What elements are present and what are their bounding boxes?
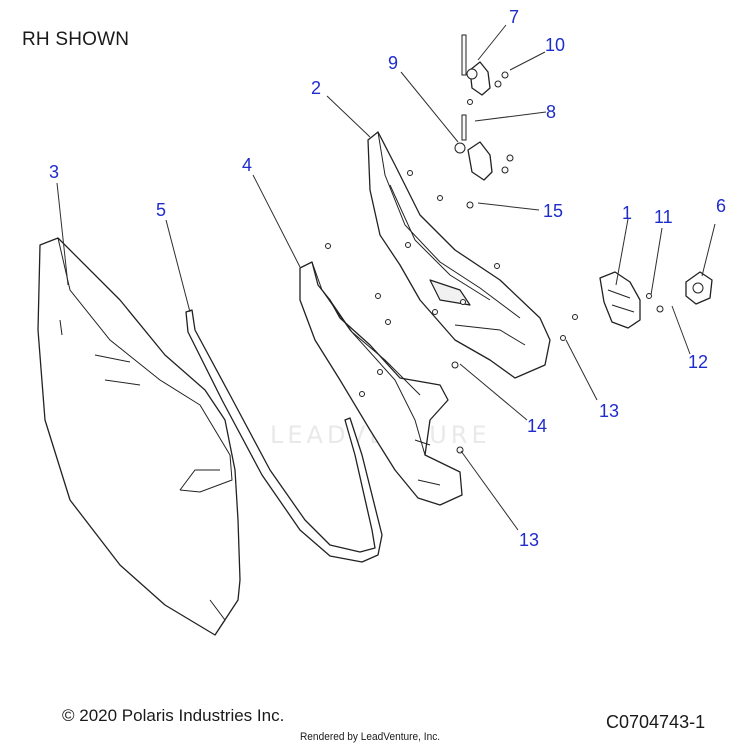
leader-lines bbox=[56, 24, 716, 531]
callout-14: 14 bbox=[527, 416, 547, 436]
callout-9: 9 bbox=[388, 53, 398, 73]
hinge-lower[interactable] bbox=[454, 114, 493, 181]
door-panel-part-3[interactable] bbox=[37, 237, 241, 636]
callout-15: 15 bbox=[543, 201, 563, 221]
callout-6: 6 bbox=[716, 196, 726, 216]
callout-10: 10 bbox=[545, 35, 565, 55]
door-seal-part-5[interactable] bbox=[185, 309, 383, 563]
copyright-notice: © 2020 Polaris Industries Inc. bbox=[62, 706, 285, 725]
bracket-part-6[interactable] bbox=[685, 271, 713, 305]
latch-part-1[interactable] bbox=[599, 271, 641, 329]
callout-5: 5 bbox=[156, 200, 166, 220]
view-label: RH SHOWN bbox=[22, 29, 130, 50]
upper-frame-part-2[interactable] bbox=[367, 131, 551, 379]
callout-13-lower: 13 bbox=[519, 530, 539, 550]
callout-12: 12 bbox=[688, 352, 708, 372]
callout-4: 4 bbox=[242, 155, 252, 175]
door-frame-part-4[interactable] bbox=[299, 261, 463, 506]
callout-2: 2 bbox=[311, 78, 321, 98]
rendered-by-credit: Rendered by LeadVenture, Inc. bbox=[300, 731, 441, 743]
callout-13-upper: 13 bbox=[599, 401, 619, 421]
hinge-upper[interactable] bbox=[461, 34, 491, 96]
callout-7: 7 bbox=[509, 7, 519, 27]
callout-3: 3 bbox=[49, 162, 59, 182]
callout-11: 11 bbox=[654, 207, 673, 227]
fasteners bbox=[325, 71, 664, 454]
callout-8: 8 bbox=[546, 102, 556, 122]
callouts: 1 2 3 4 5 6 7 8 9 10 11 12 13 13 14 15 bbox=[49, 7, 726, 550]
callout-1: 1 bbox=[622, 203, 632, 223]
diagram-id: C0704743-1 bbox=[606, 712, 706, 732]
